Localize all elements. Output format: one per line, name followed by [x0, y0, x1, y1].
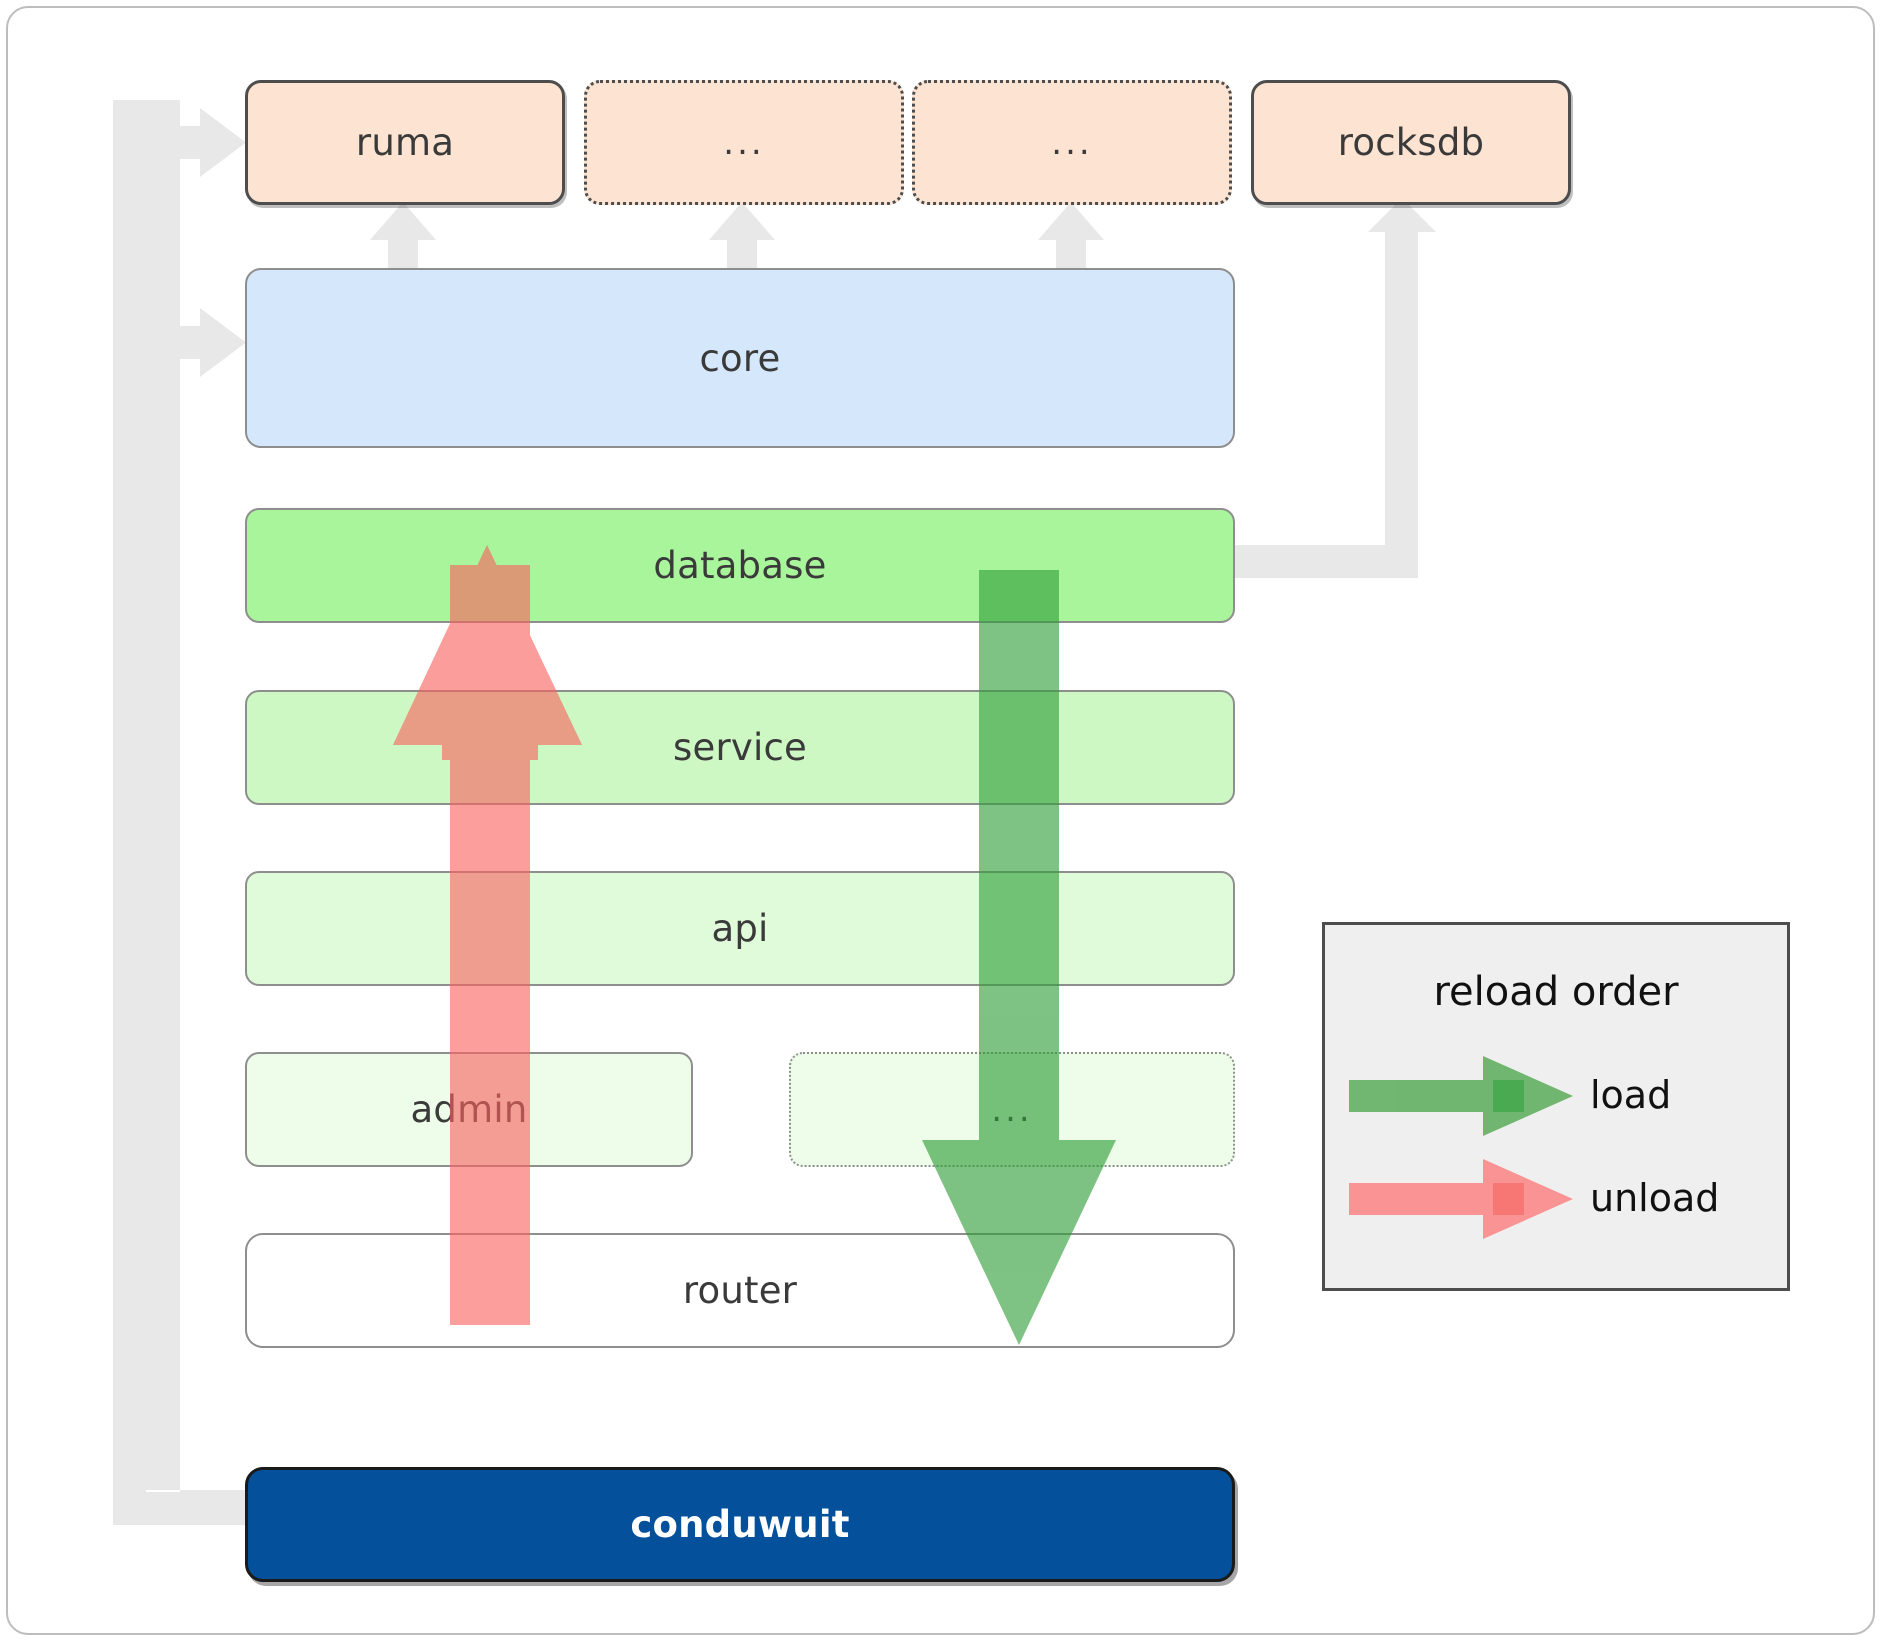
node-core-label: core [699, 336, 781, 380]
node-rocksdb-label: rocksdb [1337, 121, 1485, 164]
legend-panel: reload order load unload [1322, 922, 1790, 1291]
node-admin[interactable]: admin [245, 1052, 693, 1167]
node-more[interactable]: ... [789, 1052, 1235, 1167]
node-core[interactable]: core [245, 268, 1235, 448]
legend-unload-label: unload [1590, 1176, 1720, 1220]
node-router-label: router [682, 1269, 798, 1312]
node-conduwuit[interactable]: conduwuit [245, 1467, 1235, 1582]
node-router[interactable]: router [245, 1233, 1235, 1348]
legend-row-unload: unload [1325, 1153, 1787, 1243]
node-dep-3[interactable]: ... [912, 80, 1232, 205]
node-dep-2[interactable]: ... [584, 80, 904, 205]
node-more-label: ... [991, 1089, 1033, 1130]
legend-title: reload order [1433, 969, 1679, 1015]
node-api-label: api [711, 907, 769, 950]
node-database[interactable]: database [245, 508, 1235, 623]
legend-row-load: load [1325, 1050, 1787, 1140]
legend-load-arrow-icon [1349, 1056, 1573, 1136]
node-service[interactable]: service [245, 690, 1235, 805]
legend-load-label: load [1590, 1073, 1672, 1117]
node-conduwuit-label: conduwuit [630, 1503, 850, 1546]
node-api[interactable]: api [245, 871, 1235, 986]
legend-unload-arrow-icon [1349, 1159, 1573, 1239]
node-dep-2-label: ... [723, 122, 765, 163]
node-rocksdb[interactable]: rocksdb [1251, 80, 1571, 205]
node-admin-label: admin [410, 1088, 528, 1131]
diagram-frame [6, 6, 1875, 1635]
node-ruma[interactable]: ruma [245, 80, 565, 205]
node-database-label: database [653, 544, 827, 587]
node-service-label: service [673, 726, 807, 769]
node-ruma-label: ruma [355, 121, 455, 164]
node-dep-3-label: ... [1051, 122, 1093, 163]
